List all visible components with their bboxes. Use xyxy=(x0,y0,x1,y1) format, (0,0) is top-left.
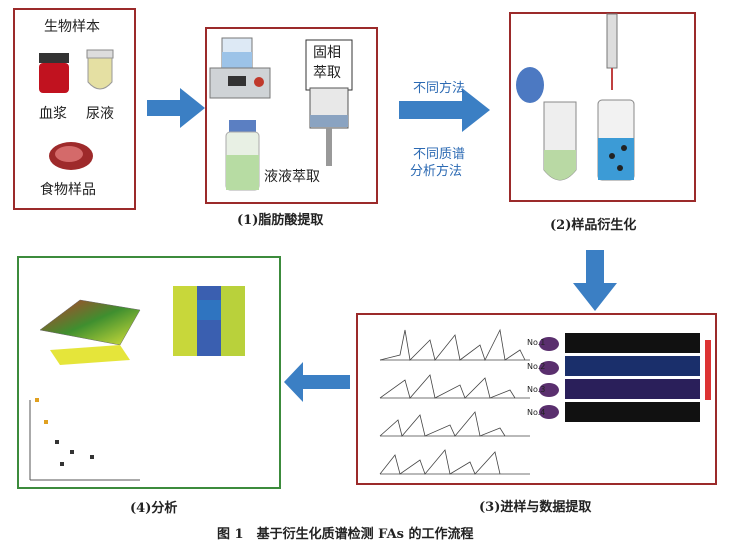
plasma-tube-icon xyxy=(39,53,69,93)
plasma-label: 血浆 xyxy=(39,106,67,122)
meat-icon xyxy=(49,142,93,170)
urine-tube-icon xyxy=(86,49,114,90)
no1-label: No.1 xyxy=(527,338,546,347)
different-methods-label: 不同方法 xyxy=(413,81,466,96)
stirrer-icon xyxy=(209,37,271,99)
cap-icon xyxy=(516,67,544,103)
syringe-icon xyxy=(606,13,618,90)
no3-label: No.3 xyxy=(527,385,546,394)
step4-caption: (4)分析 xyxy=(130,501,178,516)
solid-phase-label: 固相 xyxy=(313,45,341,61)
spe-cartridge-icon xyxy=(305,39,353,166)
sample-title: 生物样本 xyxy=(44,19,100,35)
arrow-right-2 xyxy=(399,88,490,132)
figure-caption: 图 1 基于衍生化质谱检测 FAs 的工作流程 xyxy=(217,527,474,542)
liquid-bottle-icon xyxy=(225,120,260,191)
tissue-icons xyxy=(539,337,559,419)
centrifuge-tube-icon xyxy=(543,101,577,181)
vial-icon xyxy=(597,99,635,181)
chromatograms xyxy=(379,328,530,475)
arrow-down xyxy=(573,250,617,311)
scatter-plot xyxy=(29,398,140,481)
urine-label: 尿液 xyxy=(86,106,114,122)
surface-3d-plot xyxy=(39,299,141,365)
liquid-extraction-label: 液液萃取 xyxy=(264,169,320,185)
step1-caption: (1)脂肪酸提取 xyxy=(237,213,324,228)
step3-caption: (3)进样与数据提取 xyxy=(479,500,592,515)
solid-phase-label-2: 萃取 xyxy=(313,65,341,81)
different-ms-label: 不同质谱 xyxy=(413,147,466,162)
food-label: 食物样品 xyxy=(40,182,96,198)
no2-label: No.2 xyxy=(527,362,546,371)
arrow-left xyxy=(284,362,350,402)
analysis-method-label: 分析方法 xyxy=(410,164,463,179)
no4-label: No.4 xyxy=(527,408,546,417)
heatmap-plot xyxy=(173,286,245,356)
arrow-right-1 xyxy=(147,88,205,128)
step2-caption: (2)样品衍生化 xyxy=(550,218,637,233)
sample-box xyxy=(13,8,136,210)
ms-imaging-panels xyxy=(565,333,711,422)
